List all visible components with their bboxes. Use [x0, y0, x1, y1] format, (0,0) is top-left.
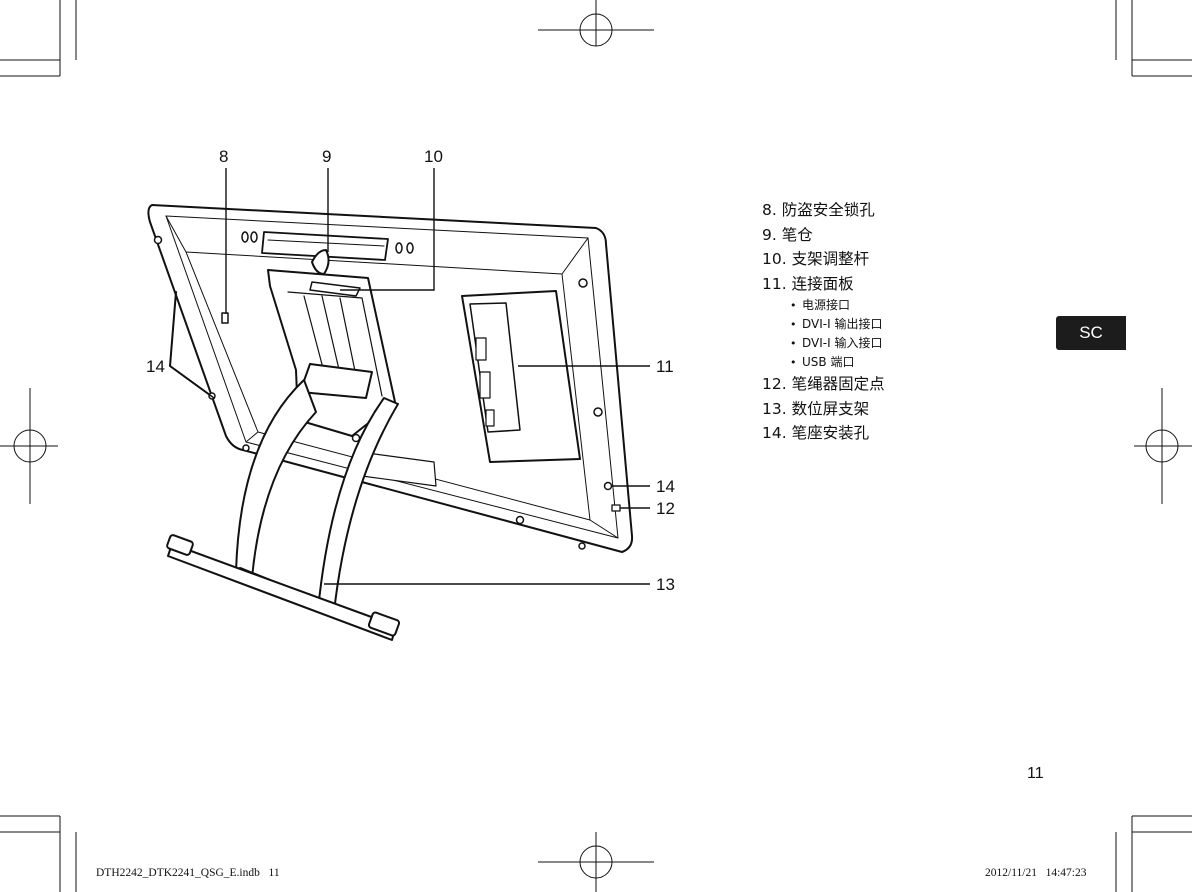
- legend-item: 9. 笔仓: [762, 223, 885, 248]
- callout-13: 13: [656, 575, 675, 594]
- legend-item: 13. 数位屏支架: [762, 397, 885, 422]
- leader-lines: [169, 168, 650, 585]
- connector-label: DVI-I 输入接口: [802, 336, 883, 350]
- registration-mark-left: [0, 388, 58, 504]
- legend-item: 10. 支架调整杆: [762, 247, 885, 272]
- registration-mark-bottom: [538, 832, 654, 892]
- callout-14-left: 14: [146, 357, 165, 376]
- callout-8: 8: [219, 147, 229, 166]
- print-slug-timestamp: 2012/11/21 14:47:23: [985, 867, 1087, 879]
- connector-item: • DVI-I 输入接口: [790, 334, 885, 353]
- legend-item: 14. 笔座安装孔: [762, 421, 885, 446]
- bullet-icon: •: [790, 337, 797, 350]
- parts-legend: 8. 防盗安全锁孔 9. 笔仓 10. 支架调整杆 11. 连接面板 • 电源接口…: [762, 198, 885, 446]
- pen-compartment: [261, 231, 389, 261]
- legend-item-text: 10. 支架调整杆: [762, 250, 870, 268]
- callout-9: 9: [322, 147, 332, 166]
- registration-mark-right: [1134, 388, 1192, 504]
- bullet-icon: •: [790, 356, 797, 369]
- legend-item-text: 9. 笔仓: [762, 225, 813, 244]
- legend-item-text: 8. 防盗安全锁孔: [762, 201, 875, 219]
- legend-item: 8. 防盗安全锁孔: [762, 198, 885, 223]
- callout-12: 12: [656, 499, 675, 518]
- legend-item: 12. 笔绳器固定点: [762, 372, 885, 397]
- bullet-icon: •: [790, 299, 797, 312]
- callout-14-right: 14: [656, 477, 675, 496]
- legend-item-text: 13. 数位屏支架: [762, 399, 870, 418]
- legend-item-text: 11. 连接面板: [762, 274, 854, 293]
- callout-11: 11: [656, 357, 674, 376]
- legend-item-text: 12. 笔绳器固定点: [762, 375, 885, 393]
- callout-10: 10: [424, 147, 443, 166]
- registration-mark-top: [538, 0, 654, 47]
- bullet-icon: •: [790, 318, 797, 331]
- legend-item: 11. 连接面板 • 电源接口 • DVI-I 输出接口 • DVI-I 输入接口 •…: [762, 272, 885, 373]
- security-slot: [221, 312, 229, 324]
- connector-item: • 电源接口: [790, 296, 885, 315]
- page-number: 11: [1027, 765, 1044, 782]
- print-slug-file: DTH2242_DTK2241_QSG_E.indb 11: [96, 867, 280, 879]
- connector-item: • DVI-I 输出接口: [790, 315, 885, 334]
- legend-item-text: 14. 笔座安装孔: [762, 424, 870, 442]
- language-tab: SC: [1056, 316, 1126, 350]
- screw-holes: [153, 235, 603, 550]
- connector-label: DVI-I 输出接口: [802, 317, 883, 331]
- connector-item: • USB 端口: [790, 353, 885, 372]
- connector-list: • 电源接口 • DVI-I 输出接口 • DVI-I 输入接口 • USB 端口: [790, 296, 885, 372]
- connector-label: 电源接口: [802, 298, 851, 312]
- connector-label: USB 端口: [802, 355, 855, 369]
- adjustment-lever: [311, 249, 330, 275]
